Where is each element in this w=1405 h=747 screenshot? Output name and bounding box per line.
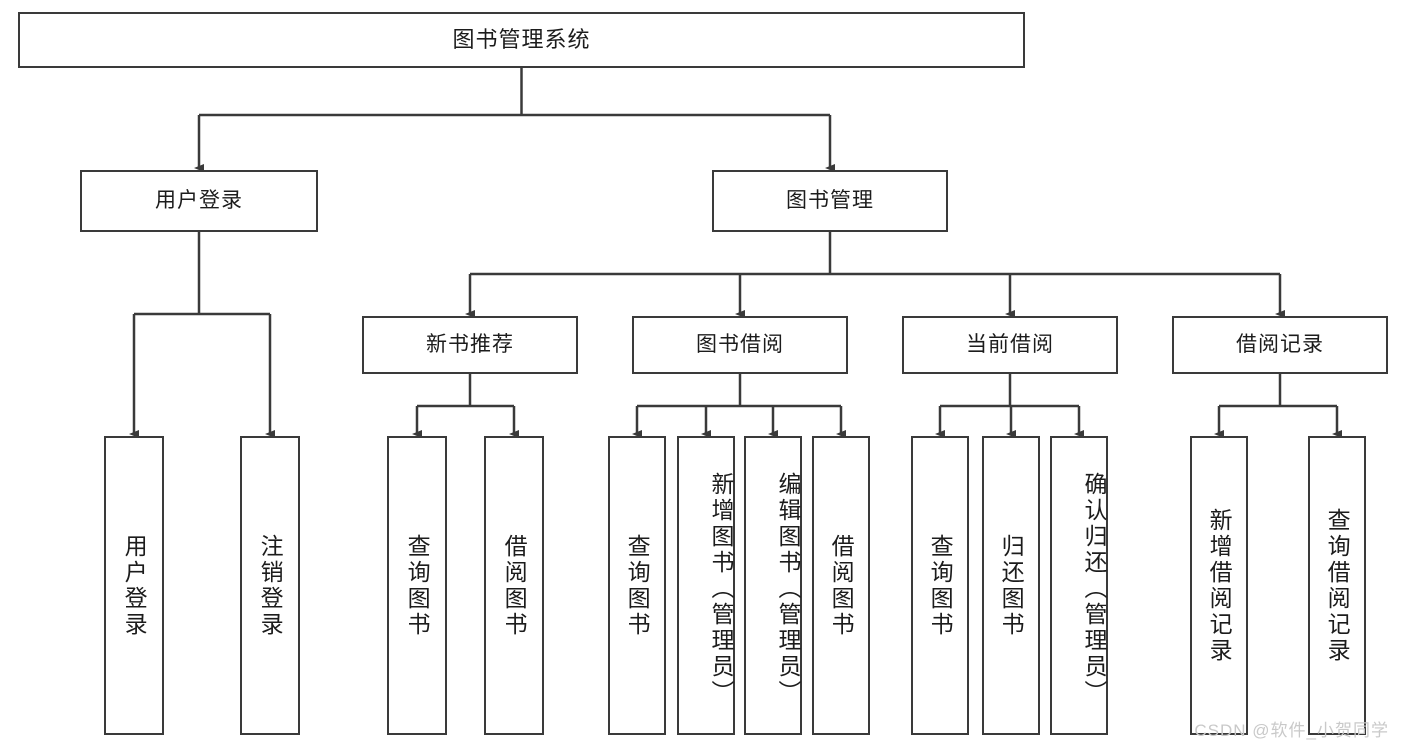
node-label: 查询图书: [404, 533, 431, 638]
node-label: 用户登录: [121, 533, 148, 638]
node-leaf-cb-query[interactable]: 查询图书: [911, 436, 969, 735]
node-book-manage[interactable]: 图书管理: [712, 170, 948, 232]
node-label: 确认归还（管理员）: [1081, 471, 1107, 706]
node-label: 借阅记录: [1236, 332, 1324, 356]
node-label: 新增图书（管理员）: [708, 471, 734, 706]
node-label: 借阅图书: [501, 533, 528, 638]
node-label: 新增借阅记录: [1206, 507, 1233, 664]
node-root[interactable]: 图书管理系统: [18, 12, 1025, 68]
node-leaf-br-add[interactable]: 新增借阅记录: [1190, 436, 1248, 735]
node-leaf-br-query[interactable]: 查询借阅记录: [1308, 436, 1366, 735]
node-label: 图书借阅: [696, 332, 784, 356]
node-leaf-user-logout[interactable]: 注销登录: [240, 436, 300, 735]
node-label: 查询图书: [624, 533, 651, 638]
node-user-login[interactable]: 用户登录: [80, 170, 318, 232]
node-leaf-rec-query[interactable]: 查询图书: [387, 436, 447, 735]
node-leaf-rec-borrow[interactable]: 借阅图书: [484, 436, 544, 735]
node-label: 图书管理系统: [452, 27, 591, 53]
node-leaf-bb-query[interactable]: 查询图书: [608, 436, 666, 735]
node-label: 查询借阅记录: [1324, 507, 1351, 664]
node-label: 查询图书: [927, 533, 954, 638]
node-leaf-cb-confirm[interactable]: 确认归还（管理员）: [1050, 436, 1108, 735]
node-new-book-rec[interactable]: 新书推荐: [362, 316, 578, 374]
node-borrow-record[interactable]: 借阅记录: [1172, 316, 1388, 374]
node-label: 当前借阅: [966, 332, 1054, 356]
node-leaf-bb-edit[interactable]: 编辑图书（管理员）: [744, 436, 802, 735]
node-label: 借阅图书: [828, 533, 855, 638]
node-label: 用户登录: [155, 188, 243, 212]
node-book-borrow[interactable]: 图书借阅: [632, 316, 848, 374]
node-label: 归还图书: [998, 533, 1025, 638]
node-label: 注销登录: [257, 533, 284, 638]
node-label: 图书管理: [786, 188, 874, 212]
node-leaf-user-login[interactable]: 用户登录: [104, 436, 164, 735]
node-leaf-bb-add[interactable]: 新增图书（管理员）: [677, 436, 735, 735]
node-leaf-cb-return[interactable]: 归还图书: [982, 436, 1040, 735]
node-current-borrow[interactable]: 当前借阅: [902, 316, 1118, 374]
node-label: 新书推荐: [426, 332, 514, 356]
node-label: 编辑图书（管理员）: [775, 471, 801, 706]
node-leaf-bb-borrow[interactable]: 借阅图书: [812, 436, 870, 735]
